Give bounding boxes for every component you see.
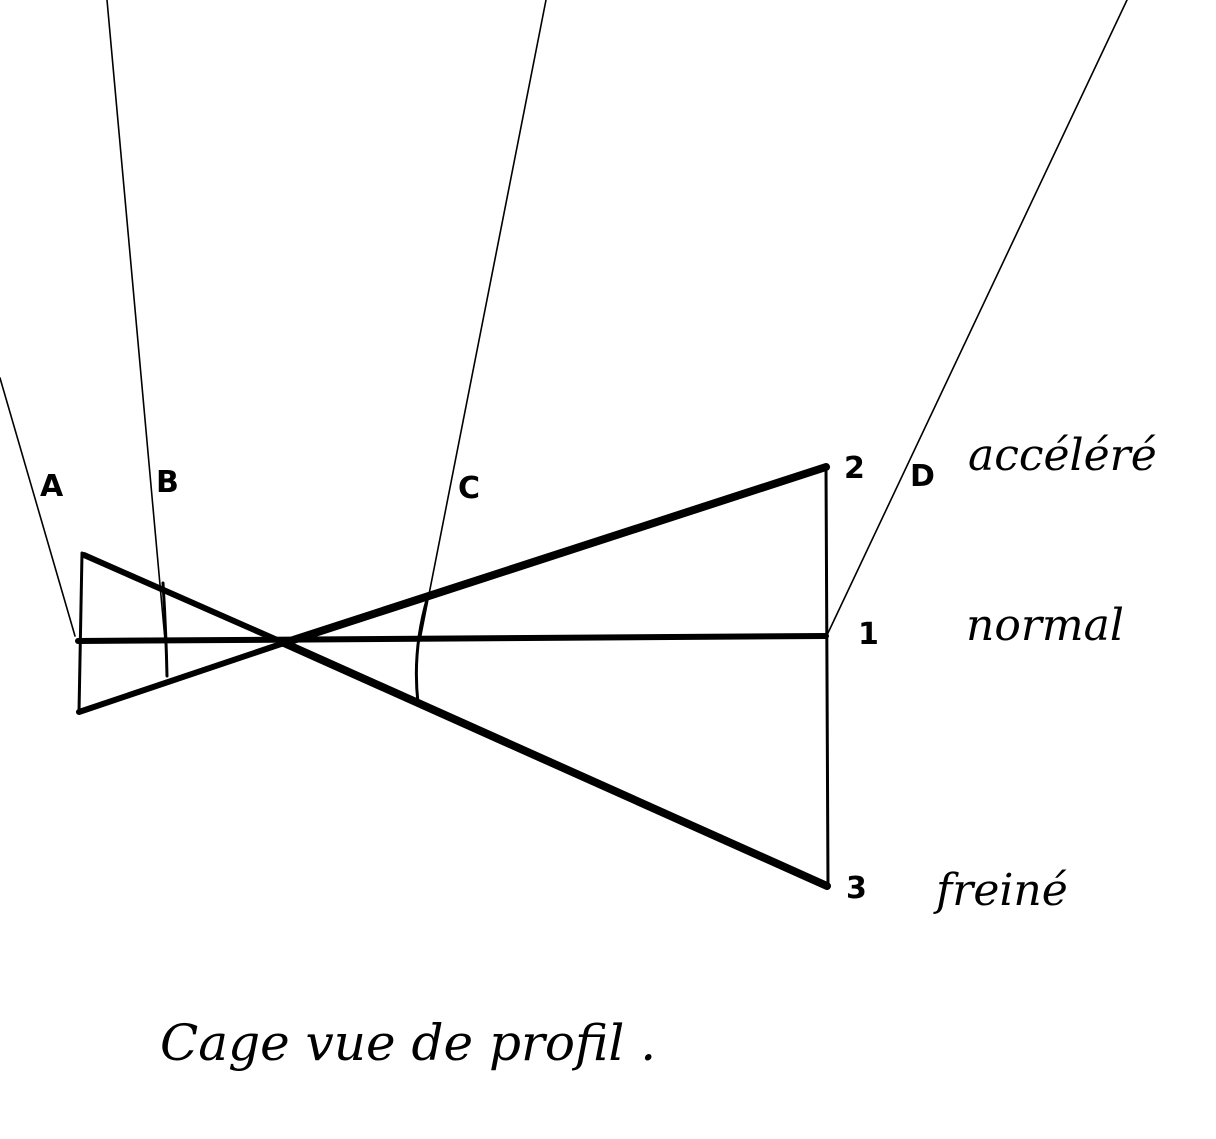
label-b: B — [156, 465, 179, 500]
braked-line-right — [280, 639, 831, 890]
arc-c — [414, 594, 430, 705]
braked-line-left — [81, 552, 287, 646]
label-1: 1 — [858, 617, 879, 652]
ray-a — [0, 377, 76, 637]
state-accelerated: accéléré — [968, 430, 1157, 481]
ray-d — [827, 0, 1128, 634]
label-d: D — [910, 459, 935, 494]
normal-line — [75, 633, 829, 644]
right-vertical-bar — [824, 465, 830, 888]
label-3: 3 — [846, 871, 867, 906]
state-braked: freiné — [933, 865, 1068, 916]
ray-b — [106, 0, 166, 641]
label-c: C — [458, 471, 480, 506]
label-a: A — [40, 469, 64, 504]
accelerated-line-left — [76, 640, 287, 715]
left-vertical-bar — [77, 551, 84, 714]
state-normal: normal — [966, 600, 1124, 651]
caption: Cage vue de profil . — [160, 1014, 656, 1072]
accelerated-line-right — [280, 463, 830, 647]
label-2: 2 — [844, 451, 865, 486]
ray-c — [419, 0, 547, 641]
